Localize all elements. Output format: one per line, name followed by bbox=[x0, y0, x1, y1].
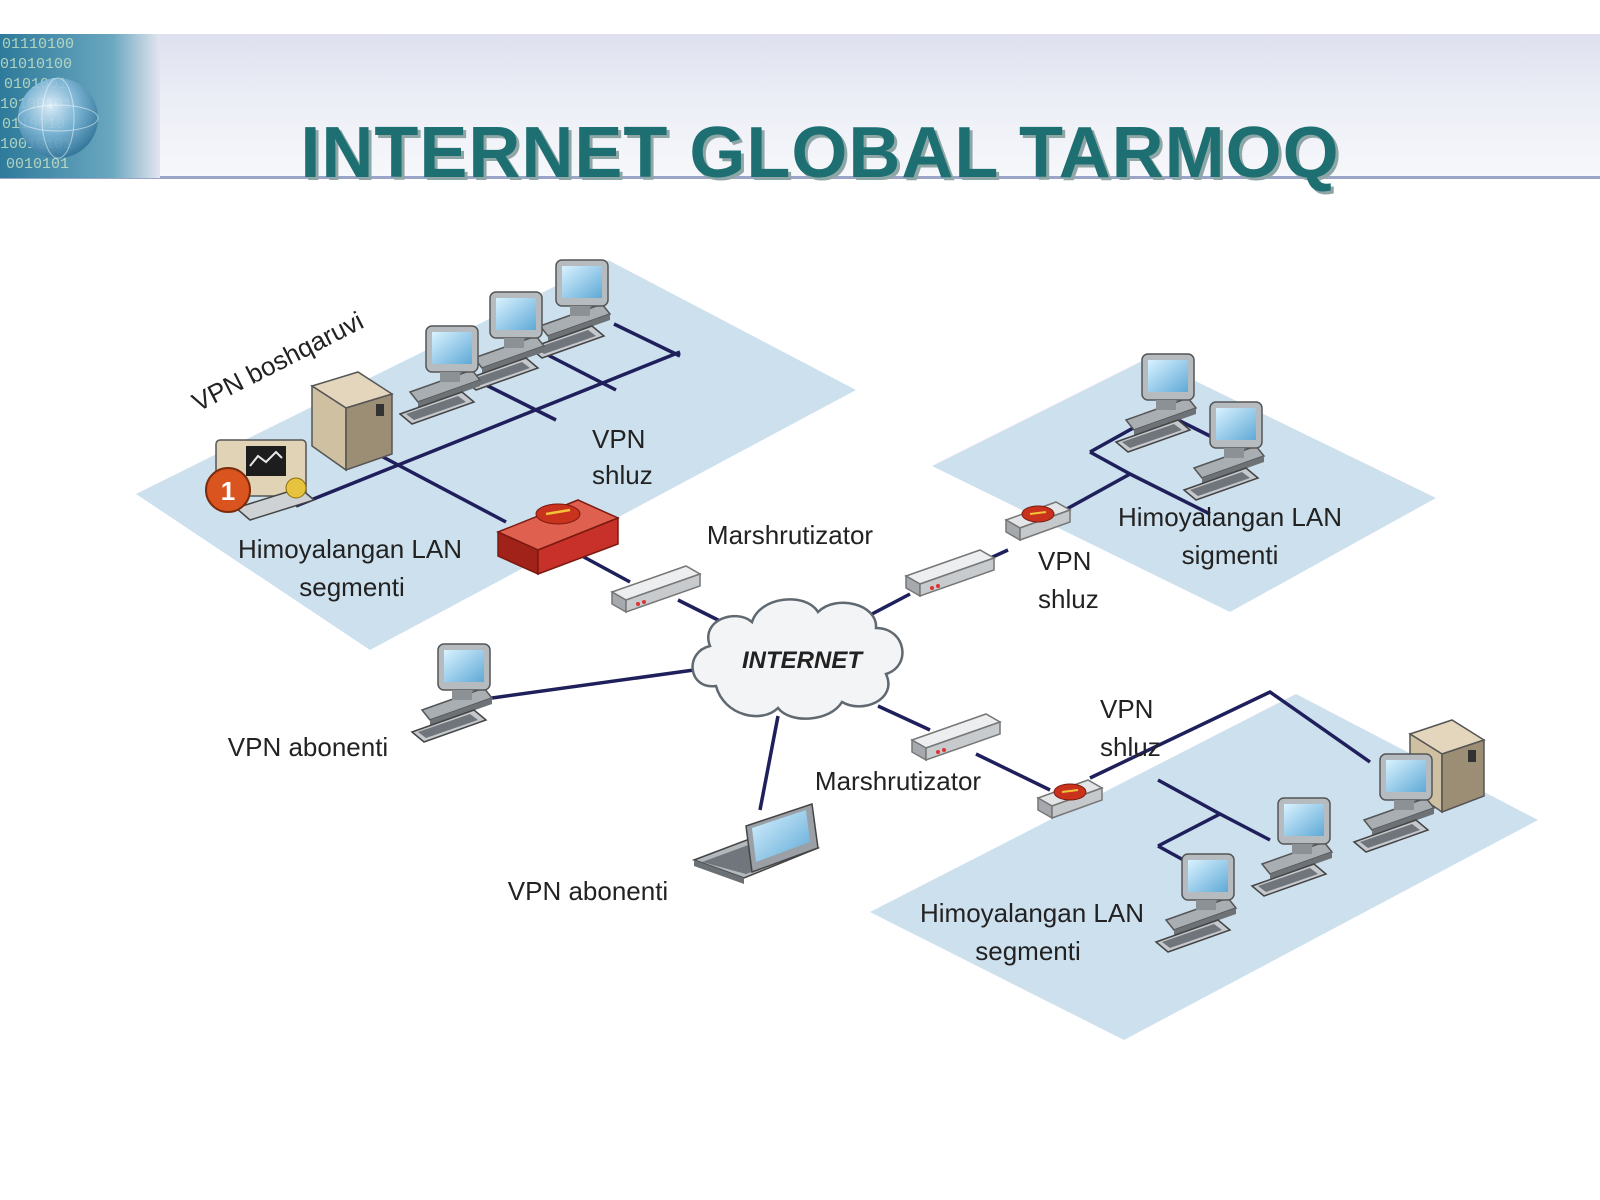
label-router-top: Marshrutizator bbox=[707, 520, 873, 550]
management-badge: 1 bbox=[221, 476, 235, 506]
label-lan-top-right: Himoyalangan LAN bbox=[1118, 502, 1342, 532]
vpn-gateway-red-icon bbox=[496, 499, 620, 576]
label-vpn-gateway-bottom-right-2: shluz bbox=[1100, 732, 1161, 762]
lan-panel-top-left bbox=[136, 260, 856, 650]
label-lan-bottom-right-2: segmenti bbox=[975, 936, 1081, 966]
label-lan-top-left: Himoyalangan LAN bbox=[238, 534, 462, 564]
label-subscriber-laptop: VPN abonenti bbox=[508, 876, 668, 906]
laptop-icon bbox=[691, 803, 821, 884]
label-vpn-gateway-bottom-right: VPN bbox=[1100, 694, 1153, 724]
internet-cloud-icon: INTERNET bbox=[691, 598, 904, 720]
label-vpn-gateway-top-left: VPN bbox=[592, 424, 645, 454]
header-band bbox=[0, 34, 1600, 178]
label-lan-top-right-2: sigmenti bbox=[1182, 540, 1279, 570]
lan-panel-top-right bbox=[932, 358, 1436, 612]
router-icon bbox=[905, 549, 995, 597]
svg-text:01110100: 01110100 bbox=[2, 36, 74, 53]
router-icon bbox=[911, 713, 1001, 761]
label-subscriber-desktop: VPN abonenti bbox=[228, 732, 388, 762]
label-lan-top-left-2: segmenti bbox=[299, 572, 405, 602]
label-vpn-gateway-top-left-2: shluz bbox=[592, 460, 653, 490]
server-tower-icon bbox=[310, 371, 394, 472]
globe-logo-icon: 01110100 01010100 0101001 10100101 01100… bbox=[0, 34, 160, 178]
cloud-label: INTERNET bbox=[742, 647, 864, 674]
header-divider bbox=[0, 176, 1600, 179]
links-top-left bbox=[295, 322, 1372, 870]
vpn-management-console-icon: 1 bbox=[205, 439, 316, 521]
slide-title: INTERNET GLOBAL TARMOQ bbox=[300, 113, 1340, 193]
label-vpn-gateway-top-right-2: shluz bbox=[1038, 584, 1099, 614]
label-vpn-gateway-top-right: VPN bbox=[1038, 546, 1091, 576]
label-router-bottom: Marshrutizator bbox=[815, 766, 981, 796]
label-lan-bottom-right: Himoyalangan LAN bbox=[920, 898, 1144, 928]
vpn-gateway-icon bbox=[1005, 501, 1071, 541]
svg-text:01010100: 01010100 bbox=[0, 56, 72, 73]
svg-text:0010101: 0010101 bbox=[6, 156, 69, 173]
subscriber-desktop-icon bbox=[411, 643, 493, 743]
